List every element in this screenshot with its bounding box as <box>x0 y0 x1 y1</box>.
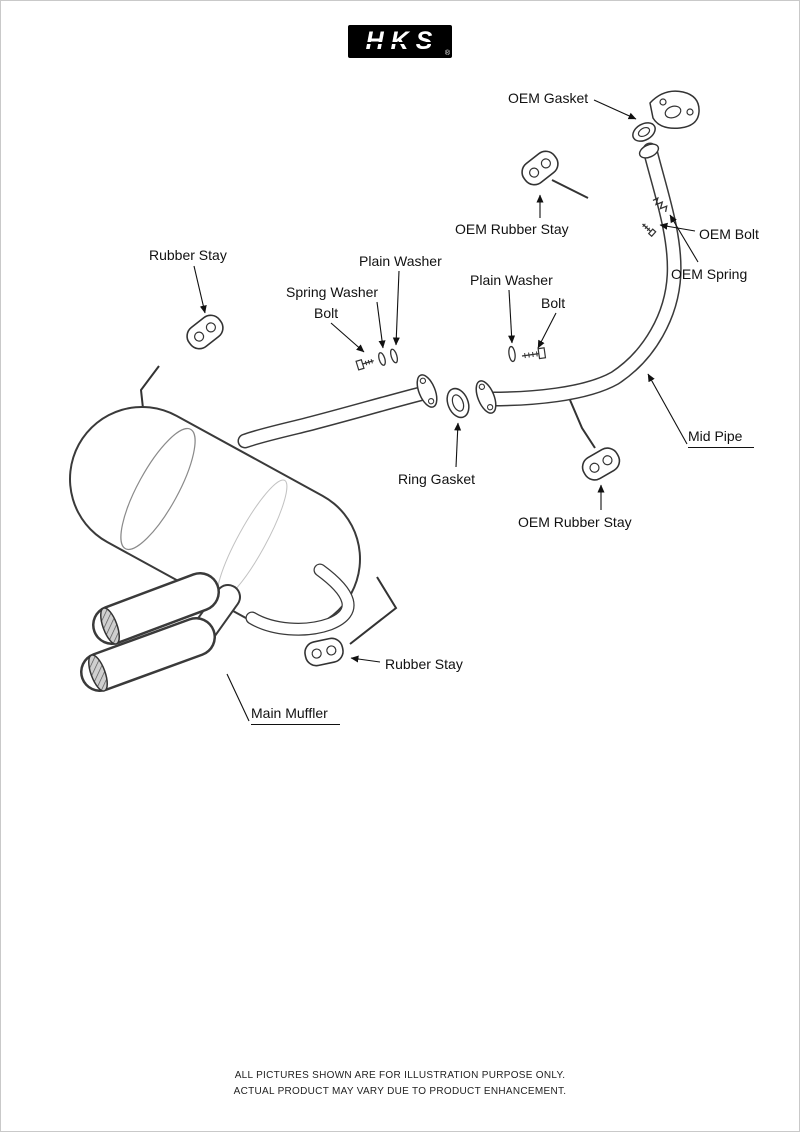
arrow-rubber-stay-bottom <box>350 655 381 663</box>
hks-logo-text: HKS <box>365 27 440 55</box>
arrow-oem-spring <box>669 214 699 263</box>
leader-main-muffler <box>226 673 250 722</box>
tail-pipe-drawing <box>245 563 355 636</box>
inlet-pipe-drawing <box>237 386 428 449</box>
arrow-plain-washer-left <box>392 270 400 346</box>
label-oem-rubber-stay-top: OEM Rubber Stay <box>455 221 569 237</box>
ring-gasket-drawing <box>446 387 470 419</box>
label-bolt-left: Bolt <box>314 305 339 321</box>
footer-disclaimer-line1: ALL PICTURES SHOWN ARE FOR ILLUSTRATION … <box>234 1070 566 1081</box>
pipe-end-collar <box>638 143 660 159</box>
spring-washer-drawing <box>378 352 386 366</box>
label-oem-gasket: OEM Gasket <box>508 90 589 106</box>
arrow-oem-gasket <box>593 99 637 120</box>
bolt-left-drawing <box>355 358 374 371</box>
label-plain-washer-left: Plain Washer <box>359 253 442 269</box>
hanger-rod-top <box>551 179 589 199</box>
oem-rubber-stay-bottom-drawing <box>581 447 621 481</box>
exhaust-tip-lower <box>80 617 216 692</box>
oem-rubber-stay-top-drawing <box>521 150 559 186</box>
label-oem-spring: OEM Spring <box>671 266 748 282</box>
label-plain-washer-right: Plain Washer <box>470 272 553 288</box>
hanger-rod-bottom <box>349 576 398 645</box>
label-mid-pipe: Mid Pipe <box>688 428 755 449</box>
label-ring-gasket: Ring Gasket <box>398 471 476 487</box>
oem-spring-drawing <box>652 196 668 212</box>
arrow-bolt-left <box>330 322 365 353</box>
bolt-right-drawing <box>521 347 547 360</box>
plain-washer-right-drawing <box>508 345 516 363</box>
oem-bolt-drawing <box>642 223 657 238</box>
rubber-stay-bottom-drawing <box>304 637 344 667</box>
arrow-ring-gasket <box>454 422 462 468</box>
arrow-plain-washer-right <box>508 289 516 344</box>
arrow-mid-pipe <box>647 373 688 445</box>
rubber-stay-left-drawing <box>186 314 224 350</box>
hanger-rod-mid <box>569 399 596 449</box>
footer-disclaimer-line2: ACTUAL PRODUCT MAY VARY DUE TO PRODUCT E… <box>233 1086 567 1097</box>
plain-washer-left-drawing <box>389 348 399 364</box>
oem-flange-drawing <box>649 90 700 130</box>
hks-logo-slit <box>348 42 452 44</box>
callout-arrows <box>193 99 699 722</box>
mid-pipe-drawing <box>484 142 682 407</box>
arrow-spring-washer <box>376 301 386 349</box>
hks-logo: HKS ® <box>348 25 452 58</box>
arrow-rubber-stay-left <box>193 265 207 314</box>
label-spring-washer: Spring Washer <box>286 284 379 300</box>
label-rubber-stay-left: Rubber Stay <box>149 247 227 263</box>
main-muffler-drawing <box>69 406 361 632</box>
registered-trademark-mark: ® <box>444 50 450 57</box>
label-main-muffler: Main Muffler <box>251 705 340 726</box>
oem-gasket-drawing <box>632 122 656 142</box>
label-oem-rubber-stay-bottom: OEM Rubber Stay <box>518 514 632 530</box>
label-rubber-stay-bottom: Rubber Stay <box>385 656 463 672</box>
label-bolt-right: Bolt <box>541 295 566 311</box>
arrow-bolt-right <box>537 312 557 349</box>
label-oem-bolt: OEM Bolt <box>699 226 759 242</box>
exhaust-tip-upper <box>92 572 220 645</box>
